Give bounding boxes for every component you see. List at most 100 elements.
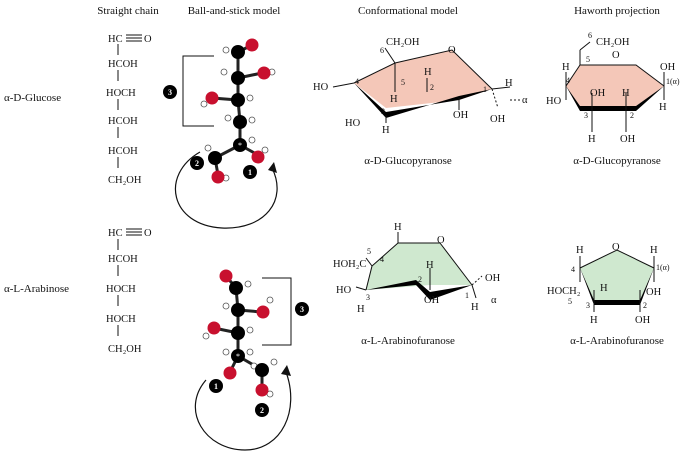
atom-label: H bbox=[426, 260, 434, 271]
carbon-atoms bbox=[229, 281, 269, 377]
ring-fill bbox=[566, 65, 664, 106]
atom-label: 1 bbox=[483, 85, 487, 94]
anomeric-star: * bbox=[236, 352, 240, 361]
atom-label: OH bbox=[485, 273, 501, 284]
haworth-glucose: 6 CH₂OH 5 O H 4 1(α) HO OH H OH H 3 2 H … bbox=[546, 31, 680, 167]
atom-label: H bbox=[562, 62, 570, 73]
caption-haworth-arabinose: α-L-Arabinofuranose bbox=[570, 335, 664, 347]
atom-label: O bbox=[612, 50, 620, 61]
envelope-fill bbox=[366, 243, 472, 290]
atom-label: H bbox=[576, 245, 584, 256]
chain-atom: CH₂OH bbox=[108, 175, 142, 186]
atom-label: OH bbox=[620, 134, 636, 145]
atom-label: H bbox=[471, 302, 479, 313]
atom-label: OH bbox=[590, 88, 606, 99]
arrow-head bbox=[281, 365, 291, 376]
chain-atom: HCOH bbox=[108, 116, 138, 127]
atom-label: 2 bbox=[630, 111, 634, 120]
triple-bond-mark bbox=[126, 228, 142, 236]
atom-label: H bbox=[390, 94, 398, 105]
hydrogen-atoms bbox=[196, 46, 276, 182]
atom-label: 3 bbox=[366, 293, 370, 302]
atom-label: 4 bbox=[380, 255, 384, 264]
ring-closure-arrow bbox=[174, 151, 278, 229]
atom-label: α bbox=[522, 95, 528, 106]
chain-atom: O bbox=[144, 228, 152, 239]
conformational-arabinose: 5 4 HOH₂C H O H 2 HO 3 H OH 1 H OH α α-L… bbox=[333, 222, 501, 347]
arrow-head bbox=[268, 162, 277, 173]
row-label-glucose: α-D-Glucose bbox=[4, 92, 61, 104]
atom-label: H bbox=[382, 125, 390, 136]
triple-bond-mark bbox=[126, 34, 142, 42]
atom-label: HO bbox=[546, 96, 562, 107]
atom-label: 4 bbox=[355, 77, 359, 86]
atom-label: HO bbox=[313, 82, 329, 93]
anomeric-star: * bbox=[238, 141, 242, 150]
header-straight-chain: Straight chain bbox=[97, 5, 159, 17]
atom-label: OH bbox=[424, 295, 440, 306]
chain-atom: HOCH bbox=[106, 284, 136, 295]
oxygen-atoms bbox=[205, 38, 271, 184]
atom-label: O bbox=[612, 242, 620, 253]
callout-1-marker bbox=[243, 165, 257, 179]
straight-chain-glucose: HC O HCOH HOCH HCOH HCOH CH₂OH bbox=[106, 34, 152, 186]
envelope-front-edge bbox=[366, 280, 472, 300]
atom-label: 2 bbox=[430, 83, 434, 92]
atom-label: 5 bbox=[586, 55, 590, 64]
haworth-arabinose: O H H OH 4 1(α) HOCH₂ 5 3 2 H OH H α-L-A… bbox=[547, 242, 670, 347]
chain-atom: CH₂OH bbox=[108, 344, 142, 355]
atom-label: 6 bbox=[380, 46, 384, 55]
ring-outline bbox=[579, 249, 655, 269]
atom-label: 1 bbox=[465, 291, 469, 300]
atom-label: 3 bbox=[381, 107, 385, 116]
atom-label: H bbox=[650, 245, 658, 256]
atom-label: H bbox=[622, 88, 630, 99]
atom-label: O bbox=[437, 235, 445, 246]
straight-chain-arabinose: HC O HCOH HOCH HOCH CH₂OH bbox=[106, 228, 152, 355]
callout-1-marker bbox=[209, 379, 223, 393]
oxygen-atoms bbox=[207, 269, 270, 397]
header-haworth: Haworth projection bbox=[574, 5, 660, 17]
chair-fill bbox=[354, 50, 492, 108]
atom-label: 5 bbox=[568, 297, 572, 306]
chain-atom: HC bbox=[108, 34, 123, 45]
atom-label: α bbox=[491, 295, 497, 306]
atom-label: 3 bbox=[584, 111, 588, 120]
callout-3-marker bbox=[295, 302, 309, 316]
ring-front-edge bbox=[566, 86, 664, 111]
atom-label: 1(α) bbox=[666, 77, 680, 86]
atom-label: 2 bbox=[643, 301, 647, 310]
atom-label: O bbox=[448, 45, 456, 56]
callout-1-label: 1 bbox=[214, 382, 218, 391]
atom-label: 2 bbox=[418, 275, 422, 284]
atom-label: CH₂OH bbox=[596, 37, 630, 48]
atom-label: HOH₂C bbox=[333, 259, 366, 270]
atom-label: OH bbox=[660, 62, 676, 73]
header-ball-and-stick: Ball-and-stick model bbox=[188, 5, 281, 17]
chain-atom: O bbox=[144, 34, 152, 45]
ball-and-stick-arabinose: 3 * 1 2 bbox=[194, 269, 309, 451]
chair-outline bbox=[353, 49, 493, 90]
callout-2-marker bbox=[255, 403, 269, 417]
ring-fill bbox=[580, 250, 654, 300]
callout-2-marker bbox=[190, 156, 204, 170]
callout-3-label: 3 bbox=[300, 305, 304, 314]
atom-label: OH bbox=[453, 110, 469, 121]
chain-atom: HCOH bbox=[108, 146, 138, 157]
atom-label: 5 bbox=[367, 247, 371, 256]
row-label-arabinose: α-L-Arabinose bbox=[4, 283, 69, 295]
atom-label: H bbox=[588, 134, 596, 145]
callout-2-label: 2 bbox=[195, 159, 199, 168]
callout-3-marker bbox=[163, 85, 177, 99]
atom-label: 6 bbox=[588, 31, 592, 40]
atom-label: 4 bbox=[571, 265, 575, 274]
header-conformational: Conformational model bbox=[358, 5, 458, 17]
atom-label: H bbox=[357, 304, 365, 315]
bracket-c3 bbox=[182, 55, 214, 127]
atom-label: CH₂OH bbox=[386, 37, 420, 48]
ring-outline bbox=[565, 64, 665, 87]
chain-atom: HOCH bbox=[106, 88, 136, 99]
atom-label: H bbox=[505, 78, 513, 89]
bracket-c3 bbox=[262, 277, 292, 346]
